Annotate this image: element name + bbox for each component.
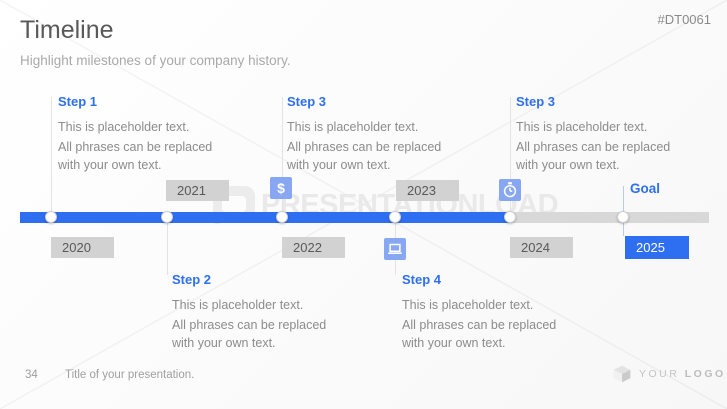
- step-title: Step 3: [516, 94, 556, 109]
- year-box-2025-goal: 2025: [625, 236, 689, 259]
- logo-text: YOUR LOGO: [639, 368, 726, 380]
- timeline-bar-progress: [20, 212, 510, 223]
- step-text: All phrases can be replaced: [516, 139, 671, 154]
- logo-word-bold: LOGO: [684, 368, 726, 380]
- connector-line: [282, 97, 283, 212]
- stopwatch-icon: [499, 179, 521, 201]
- year-box-2020: 2020: [51, 237, 114, 258]
- step-text: with your own text.: [58, 158, 162, 172]
- your-logo: YOUR LOGO: [612, 364, 726, 384]
- step-text: This is placeholder text.: [58, 120, 190, 134]
- logo-word-light: YOUR: [639, 368, 680, 380]
- milestone-dot-2023: [389, 211, 401, 223]
- page-title: Timeline: [20, 16, 114, 44]
- milestone-dot-2020: [45, 211, 57, 223]
- laptop-glyph: [388, 243, 402, 255]
- step-text: This is placeholder text.: [402, 298, 534, 312]
- cube-icon: [613, 365, 631, 383]
- step-text: This is placeholder text.: [172, 298, 304, 312]
- step-block-4: Step 4 This is placeholder text. All phr…: [402, 272, 572, 353]
- step-block-2: Step 2 This is placeholder text. All phr…: [172, 272, 342, 353]
- step-text: This is placeholder text.: [287, 120, 419, 134]
- milestone-dot-2021: [161, 211, 173, 223]
- step-block-3: Step 3 This is placeholder text. All phr…: [287, 94, 457, 175]
- page-subtitle: Highlight milestones of your company his…: [20, 53, 291, 68]
- milestone-dot-2022: [276, 211, 288, 223]
- milestone-dot-goal: [617, 211, 629, 223]
- milestone-dot-2024: [504, 211, 516, 223]
- step-title: Step 1: [58, 94, 98, 109]
- timeline-bar-remaining: [510, 212, 709, 223]
- step-text: with your own text.: [516, 158, 620, 172]
- step-title: Step 3: [287, 94, 327, 109]
- step-text: This is placeholder text.: [516, 120, 648, 134]
- step-block-1: Step 1 This is placeholder text. All phr…: [58, 94, 228, 175]
- step-text: with your own text.: [172, 336, 276, 350]
- year-box-2021: 2021: [166, 180, 229, 201]
- step-text: with your own text.: [402, 336, 506, 350]
- goal-label: Goal: [630, 181, 661, 196]
- connector-line: [167, 223, 168, 275]
- step-text: All phrases can be replaced: [287, 139, 442, 154]
- slide-code: #DT0061: [657, 12, 711, 27]
- step-text: All phrases can be replaced: [172, 317, 327, 332]
- step-text: All phrases can be replaced: [402, 317, 557, 332]
- year-box-2022: 2022: [282, 237, 345, 258]
- laptop-icon: [384, 238, 406, 260]
- footer-presentation-title: Title of your presentation.: [65, 369, 195, 381]
- step-title: Step 2: [172, 272, 212, 287]
- step-title: Step 4: [402, 272, 442, 287]
- dollar-icon: $: [270, 177, 292, 199]
- stopwatch-glyph: [503, 182, 517, 198]
- step-text: All phrases can be replaced: [58, 139, 213, 154]
- dollar-glyph: $: [277, 180, 285, 196]
- year-box-2023: 2023: [396, 180, 459, 201]
- step-text: with your own text.: [287, 158, 391, 172]
- year-box-2024: 2024: [510, 237, 573, 258]
- connector-line: [510, 97, 511, 212]
- page-number: 34: [25, 369, 38, 381]
- step-block-5: Step 3 This is placeholder text. All phr…: [516, 94, 686, 175]
- connector-line: [51, 97, 52, 212]
